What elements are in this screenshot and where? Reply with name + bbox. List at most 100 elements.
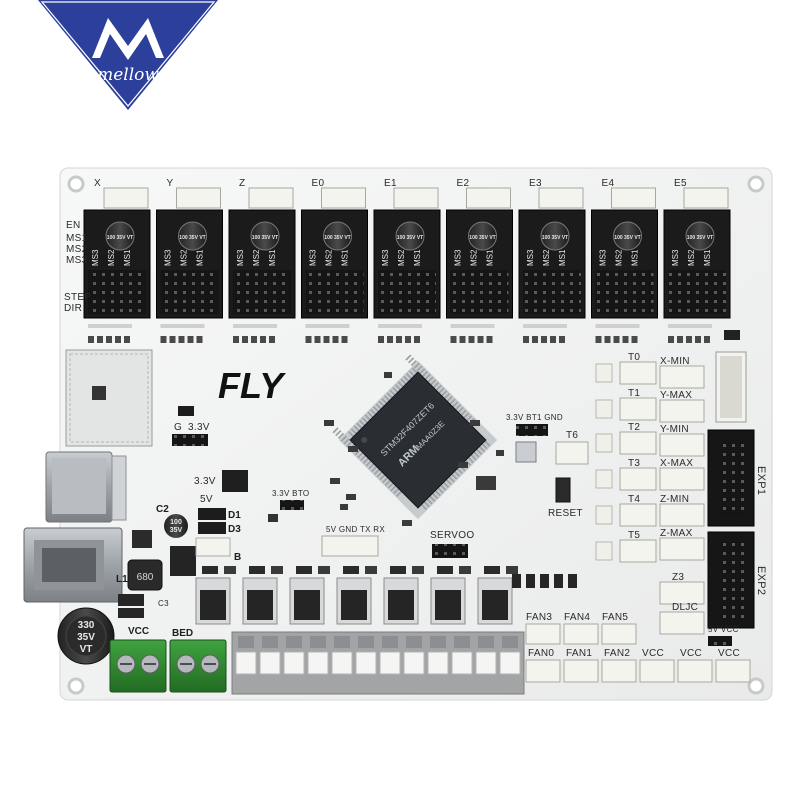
output-terminal-key[interactable] — [235, 651, 257, 675]
jumper-5v-vcc[interactable] — [708, 636, 732, 646]
driver-pin-label: MS1 — [486, 249, 495, 266]
connector-endstop-1[interactable] — [659, 399, 705, 423]
motor-connector-x[interactable] — [103, 187, 149, 209]
connector-endstop-7[interactable] — [659, 611, 705, 635]
driver-label-e1: E1 — [384, 178, 397, 189]
driver-jumpers-e1[interactable] — [378, 270, 436, 314]
connector-endstop-2[interactable] — [659, 433, 705, 457]
driver-pin-label: MS1 — [341, 249, 350, 266]
label-bed: BED — [172, 628, 193, 639]
motor-connector-e2[interactable] — [466, 187, 511, 209]
connector-fan-bottom-5[interactable] — [715, 659, 751, 683]
output-terminal-key[interactable] — [307, 651, 329, 675]
connector-thermistor-3[interactable] — [619, 467, 657, 491]
output-terminal-key[interactable] — [331, 651, 353, 675]
jumper-g-3v3[interactable] — [172, 434, 208, 446]
label-fan-bottom-0: FAN0 — [528, 648, 554, 659]
output-terminal-key[interactable] — [403, 651, 425, 675]
driver-pin-label: MS3 — [236, 249, 245, 266]
output-terminal-key[interactable] — [355, 651, 377, 675]
connector-fan-top-0[interactable] — [525, 623, 561, 645]
connector-thermistor-0[interactable] — [619, 361, 657, 385]
label-endstop-5: Z-MAX — [660, 528, 693, 539]
jumper-bto[interactable] — [280, 500, 304, 510]
driver-jumpers-e3[interactable] — [523, 270, 581, 314]
motor-connector-y[interactable] — [176, 187, 221, 209]
connector-endstop-3[interactable] — [659, 467, 705, 491]
logo-m-mark-icon — [92, 18, 164, 60]
header-exp1[interactable] — [707, 429, 755, 527]
connector-endstop-6[interactable] — [659, 581, 705, 605]
output-terminal-key[interactable] — [379, 651, 401, 675]
connector-thermistor-1[interactable] — [619, 397, 657, 421]
driver-label-e0: E0 — [312, 178, 325, 189]
smd-diode-d3 — [198, 522, 226, 534]
label-fan-top-2: FAN5 — [602, 612, 628, 623]
header-exp2[interactable] — [707, 531, 755, 629]
driver-pin-label: MS2 — [397, 249, 406, 266]
motor-connector-e5[interactable] — [683, 187, 729, 209]
driver-pin-label: MS1 — [703, 249, 712, 266]
label-endstop-4: Z-MIN — [660, 494, 689, 505]
driver-capacitor-e3 — [540, 221, 570, 251]
label-thermistor-0: T0 — [628, 352, 640, 363]
connector-t6[interactable] — [555, 441, 589, 465]
motor-connector-e0[interactable] — [321, 187, 366, 209]
driver-jumpers-x[interactable] — [88, 270, 146, 314]
motor-connector-e3[interactable] — [538, 187, 584, 209]
svg-text:35V: 35V — [170, 527, 183, 534]
driver-label-y: Y — [167, 178, 174, 189]
jumper-bt1[interactable] — [516, 424, 548, 436]
driver-label-e4: E4 — [602, 178, 615, 189]
reset-button[interactable] — [555, 477, 571, 503]
output-terminal-key[interactable] — [499, 651, 521, 675]
label-thermistor-4: T4 — [628, 494, 640, 505]
connector-thermistor-2[interactable] — [619, 431, 657, 455]
terminal-vcc[interactable] — [109, 639, 167, 693]
driver-jumpers-e2[interactable] — [450, 270, 509, 314]
header-servo[interactable] — [432, 544, 468, 558]
label-exp1: EXP1 — [755, 466, 767, 495]
connector-fan-top-1[interactable] — [563, 623, 599, 645]
mosfet-6 — [477, 566, 518, 625]
output-terminal-key[interactable] — [427, 651, 449, 675]
output-terminal-key[interactable] — [259, 651, 281, 675]
label-fan-bottom-4: VCC — [680, 648, 702, 659]
driver-capacitor-e2 — [468, 221, 497, 251]
connector-fan-bottom-0[interactable] — [525, 659, 561, 683]
connector-endstop-4[interactable] — [659, 503, 705, 527]
output-terminal-key[interactable] — [475, 651, 497, 675]
connector-thermistor-5[interactable] — [619, 539, 657, 563]
connector-endstop-5[interactable] — [659, 537, 705, 561]
driver-jumpers-z[interactable] — [233, 270, 291, 314]
mosfet-row — [195, 566, 577, 625]
driver-jumpers-e0[interactable] — [305, 270, 364, 314]
usb-b-connector[interactable] — [23, 527, 123, 603]
connector-uart[interactable] — [321, 535, 379, 557]
output-terminal-key[interactable] — [451, 651, 473, 675]
connector-endstop-0[interactable] — [659, 365, 705, 389]
connector-fan-bottom-1[interactable] — [563, 659, 599, 683]
motor-connector-e4[interactable] — [611, 187, 656, 209]
connector-thermistor-4[interactable] — [619, 503, 657, 527]
connector-fan-bottom-2[interactable] — [601, 659, 637, 683]
output-terminal-key[interactable] — [283, 651, 305, 675]
connector-fan-top-2[interactable] — [601, 623, 637, 645]
driver-jumpers-y[interactable] — [160, 270, 219, 314]
driver-pin-label: MS2 — [107, 249, 116, 266]
connector-fan-bottom-4[interactable] — [677, 659, 713, 683]
label-d1: D1 — [228, 510, 241, 521]
driver-label-x: X — [94, 178, 101, 189]
connector-fan-bottom-3[interactable] — [639, 659, 675, 683]
motor-connector-e1[interactable] — [393, 187, 439, 209]
driver-jumpers-e4[interactable] — [595, 270, 654, 314]
connector-b[interactable] — [195, 537, 231, 557]
motor-connector-z[interactable] — [248, 187, 294, 209]
driver-jumpers-e5[interactable] — [668, 270, 726, 314]
terminal-bed[interactable] — [169, 639, 227, 693]
